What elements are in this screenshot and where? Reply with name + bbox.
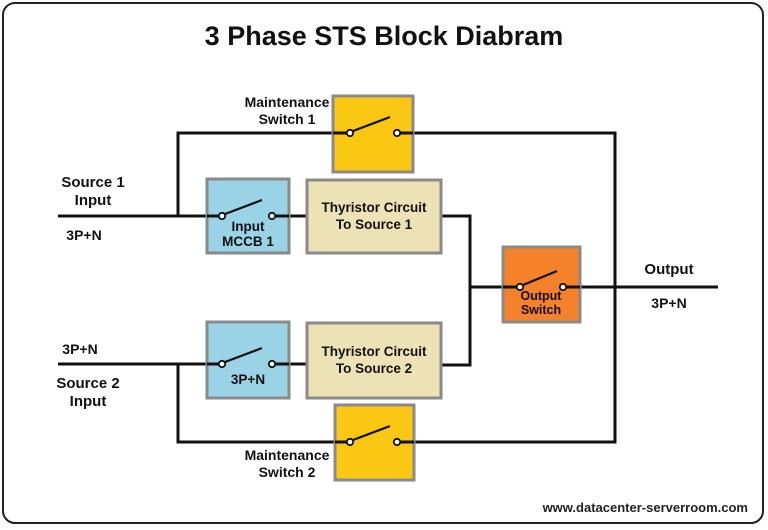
maint1-bypass-wire-in [176, 131, 343, 216]
input-breaker-2-label: 3P+N [231, 372, 265, 387]
thyristor-circuit-2: Thyristor Circuit To Source 2 [305, 321, 443, 400]
maint1-label-line1: Maintenance [245, 94, 330, 110]
thyristor-circuit-1-box [305, 178, 443, 255]
output-switch-label-line2: Switch [521, 303, 561, 317]
source2-label-line2: Input [70, 393, 107, 410]
thyristor1-label-line2: To Source 1 [336, 217, 413, 232]
input-breaker-2: 3P+N [205, 320, 291, 400]
maint2-bypass-wire-in [176, 364, 343, 444]
open-switch-icon [335, 424, 414, 447]
maintenance-switch-1 [331, 94, 415, 174]
source1-label-line1: Source 1 [61, 174, 124, 191]
output-switch: Output Switch [501, 245, 582, 324]
open-switch-icon [333, 115, 413, 138]
maint1-label-line2: Switch 1 [259, 111, 316, 127]
source1-spec: 3P+N [66, 227, 101, 243]
maint2-label-line1: Maintenance [245, 447, 330, 463]
open-switch-icon [207, 198, 289, 221]
input-mccb-1-label-line1: Input [232, 219, 265, 234]
thyristor-circuit-2-box [305, 321, 443, 400]
output-switch-label-line1: Output [521, 289, 563, 303]
footer-url: www.datacenter-serverroom.com [542, 500, 748, 515]
thyristor-circuit-1: Thyristor Circuit To Source 1 [305, 178, 443, 255]
output-label: Output [644, 261, 693, 278]
output-spec: 3P+N [651, 295, 686, 311]
source1-label-line2: Input [75, 192, 112, 209]
thyristor-merge-wire [441, 214, 472, 367]
thyristor2-label-line1: Thyristor Circuit [321, 344, 427, 359]
source2-spec: 3P+N [62, 341, 97, 357]
input-mccb-1: Input MCCB 1 [205, 177, 291, 255]
input-breaker-2-box [205, 320, 291, 400]
thyristor2-label-line2: To Source 2 [336, 361, 412, 376]
output-switch-box [501, 245, 582, 324]
thyristor1-label-line1: Thyristor Circuit [321, 200, 427, 215]
input-mccb-1-label-line2: MCCB 1 [222, 234, 274, 249]
maintenance-switch-2 [333, 403, 416, 482]
maint2-label-line2: Switch 2 [259, 464, 316, 480]
open-switch-icon [207, 346, 289, 369]
diagram-title: 3 Phase STS Block Diabram [205, 21, 564, 51]
open-switch-icon [503, 269, 580, 292]
source2-label-line1: Source 2 [56, 375, 119, 392]
